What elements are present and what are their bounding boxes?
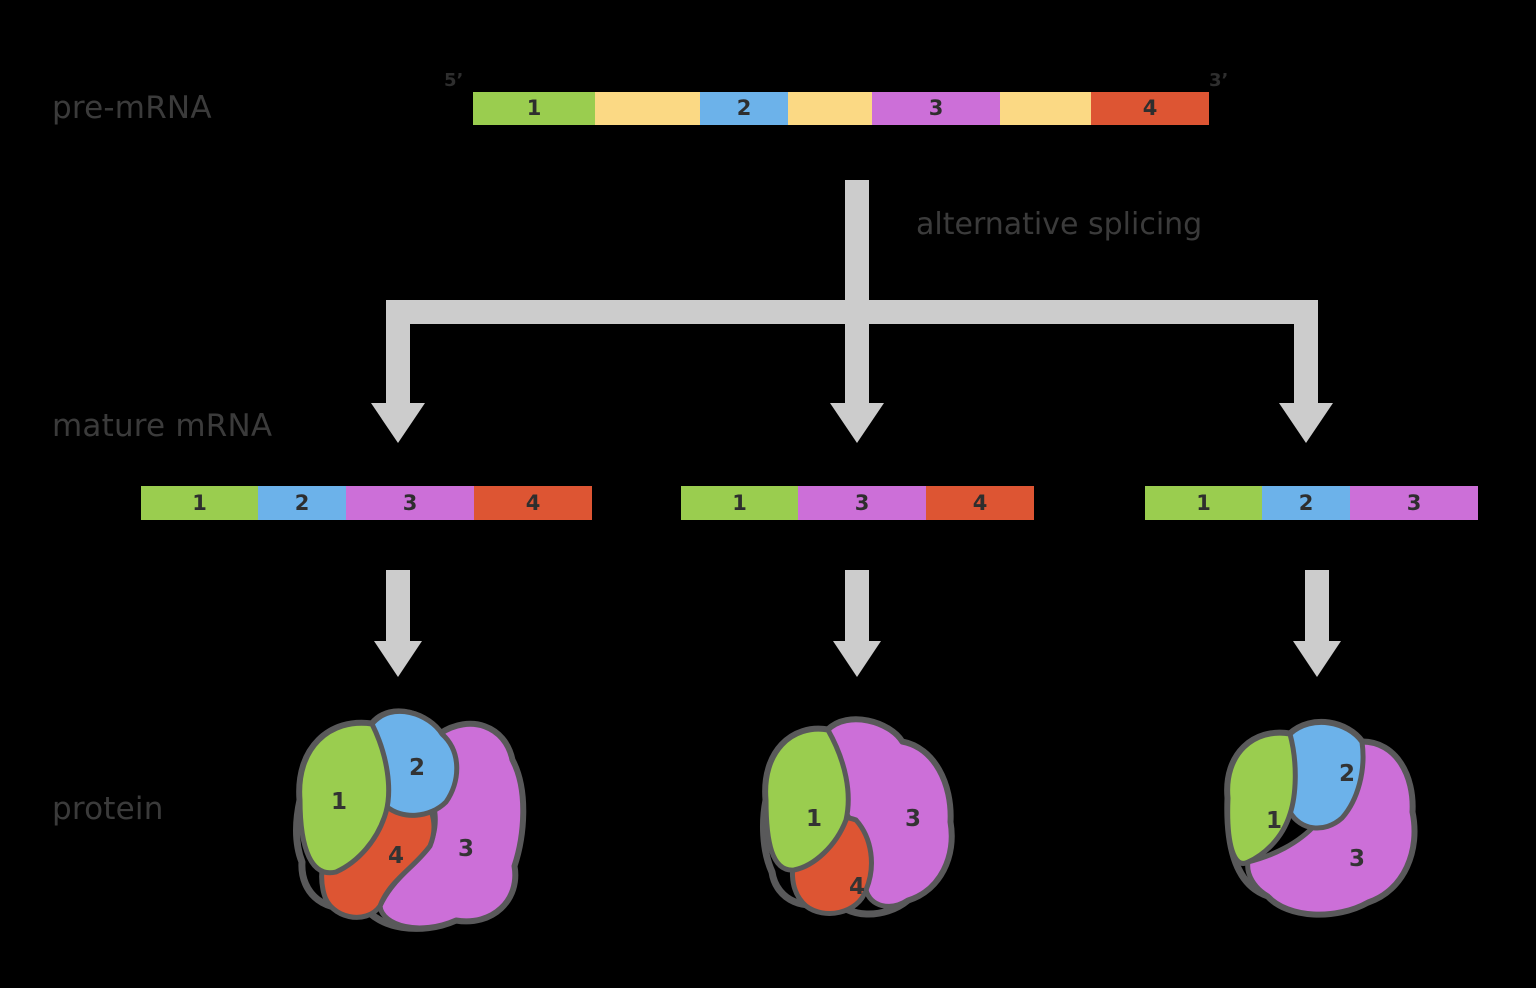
protein-isoform-3-shape [1224,718,1418,918]
five-prime-label: 5’ [444,70,464,91]
protein-1-label-3: 3 [458,836,475,862]
protein-1-domain-3 [377,721,526,931]
pre-mrna-segment-4: 4 [1091,92,1209,125]
mature-mrna-1-segment-4: 4 [474,486,592,520]
protein-2-label-3: 3 [905,806,922,832]
mature-mrna-1-segment-3: 3 [346,486,474,520]
mature-mrna-3-segment-3: 3 [1350,486,1478,520]
protein-1-outline [293,708,527,932]
protein-3-label-1: 1 [1266,808,1283,834]
protein-3-domain-1 [1225,730,1298,866]
pre-mrna-segment-2: 2 [700,92,788,125]
pre-mrna-segment-intron-3 [788,92,872,125]
row-label-protein: protein [52,791,164,827]
protein-isoform-1-shape [293,708,527,932]
mature-mrna-2-segment-1: 1 [681,486,798,520]
pre-mrna-segment-intron-1 [595,92,700,125]
pre-mrna-segment-1: 1 [473,92,595,125]
mature-mrna-2-segment-3: 3 [798,486,926,520]
protein-1-label-4: 4 [388,843,405,869]
protein-1-label-2: 2 [409,755,426,781]
mature-mrna-1-segment-2: 2 [258,486,346,520]
pre-mrna-segment-3: 3 [872,92,1000,125]
row-label-pre-mrna: pre-mRNA [52,90,212,126]
protein-3-label-3: 3 [1349,846,1366,872]
mature-mrna-1-segment-1: 1 [141,486,258,520]
three-prime-label: 3’ [1209,70,1229,91]
pre-mrna-segment-intron-5 [1000,92,1091,125]
alternative-splicing-caption: alternative splicing [916,207,1203,242]
protein-2-label-4: 4 [849,874,866,900]
pre-mrna-bar: 1 2 3 4 [473,92,1209,125]
translation-arrows [374,570,1341,677]
protein-2-label-1: 1 [806,806,823,832]
protein-2-domain-1 [763,726,851,873]
protein-1-label-1: 1 [331,789,348,815]
row-label-mature-mrna: mature mRNA [52,408,273,444]
mature-mrna-3-segment-1: 1 [1145,486,1262,520]
mature-mrna-3-segment-2: 2 [1262,486,1350,520]
mature-mrna-2-segment-4: 4 [926,486,1034,520]
protein-3-label-2: 2 [1339,761,1356,787]
protein-3-outline [1224,718,1418,918]
protein-2-domain-3 [825,717,954,909]
